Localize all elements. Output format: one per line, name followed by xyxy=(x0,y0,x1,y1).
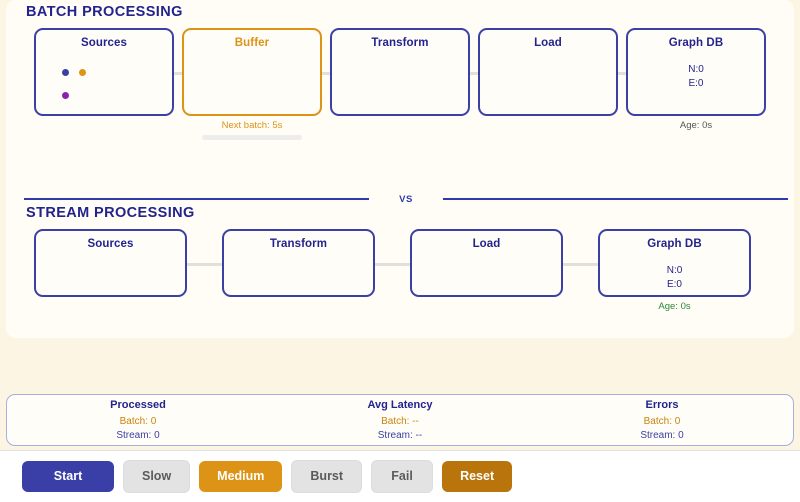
pipeline-connector xyxy=(618,72,626,75)
node-label: Sources xyxy=(87,238,134,250)
node-box: Sources xyxy=(34,229,187,297)
stream-node-sources: Sources xyxy=(34,229,187,297)
node-label: Sources xyxy=(80,37,128,49)
node-box: Buffer xyxy=(182,28,322,116)
node-label: Load xyxy=(534,37,562,49)
stat-batch-value: Batch: 0 xyxy=(119,415,157,427)
node-label: Load xyxy=(472,238,501,250)
stat-title: Processed xyxy=(110,398,166,411)
stream-section-title: STREAM PROCESSING xyxy=(26,205,195,221)
node-box: Load xyxy=(410,229,563,297)
batch-node-load: Load xyxy=(478,28,618,116)
pipeline-connector xyxy=(470,72,478,75)
stat-batch-value: Batch: -- xyxy=(381,415,419,427)
node-box: Transform xyxy=(222,229,375,297)
stream-node-transform: Transform xyxy=(222,229,375,297)
burst-button[interactable]: Burst xyxy=(291,460,363,493)
stat-stream-value: Stream: -- xyxy=(377,430,423,441)
source-dot-blue xyxy=(62,69,69,76)
divider-line-right xyxy=(442,197,788,201)
pipeline-connector xyxy=(322,72,330,75)
divider-line-left xyxy=(24,197,370,201)
fail-button[interactable]: Fail xyxy=(371,460,434,493)
source-dot-orange xyxy=(79,69,86,76)
stream-section: STREAM PROCESSING Sources Transform Load Gr… xyxy=(6,205,794,312)
medium-button[interactable]: Medium xyxy=(199,461,283,492)
node-label: Transform xyxy=(371,37,429,49)
stat-stream-value: Stream: 0 xyxy=(116,430,160,441)
start-button[interactable]: Start xyxy=(22,461,114,492)
source-dot-purple xyxy=(62,92,69,99)
stat-stream-value: Stream: 0 xyxy=(640,430,684,441)
vs-divider: VS xyxy=(24,188,788,210)
source-dots xyxy=(62,63,102,104)
node-sub-label: Next batch: 5s xyxy=(221,120,283,131)
node-label: Buffer xyxy=(234,37,270,49)
graph-db-node-count: N:0 xyxy=(666,265,683,276)
pipeline-connector xyxy=(187,263,222,266)
stat-batch-value: Batch: 0 xyxy=(643,415,681,427)
reset-button[interactable]: Reset xyxy=(442,461,513,492)
node-sub-label: Age: 0s xyxy=(679,120,713,131)
stat-title: Avg Latency xyxy=(367,398,433,411)
node-box: Load xyxy=(478,28,618,116)
stream-node-load: Load xyxy=(410,229,563,297)
stat-title: Errors xyxy=(645,398,679,411)
pipeline-connector xyxy=(563,263,598,266)
source-dot-row xyxy=(62,86,102,104)
batch-section-title: BATCH PROCESSING xyxy=(26,4,183,20)
node-sub-label: Age: 0s xyxy=(658,301,691,312)
batch-node-transform: Transform xyxy=(330,28,470,116)
batch-node-sources: Sources xyxy=(34,28,174,116)
pipeline-connector xyxy=(174,72,182,75)
node-box: Transform xyxy=(330,28,470,116)
vs-badge: VS xyxy=(369,190,443,208)
node-box: Sources xyxy=(34,28,174,116)
node-label: Graph DB xyxy=(668,37,724,49)
graph-db-node-count: N:0 xyxy=(688,64,704,75)
slow-button[interactable]: Slow xyxy=(123,460,191,493)
pipeline-connector xyxy=(375,263,410,266)
node-label: Graph DB xyxy=(647,238,702,250)
graph-db-edge-count: E:0 xyxy=(666,278,682,290)
graph-db-edge-count: E:0 xyxy=(688,77,704,89)
batch-progress-bar xyxy=(202,135,302,140)
source-dot-row xyxy=(62,63,102,81)
node-label: Transform xyxy=(269,238,328,250)
